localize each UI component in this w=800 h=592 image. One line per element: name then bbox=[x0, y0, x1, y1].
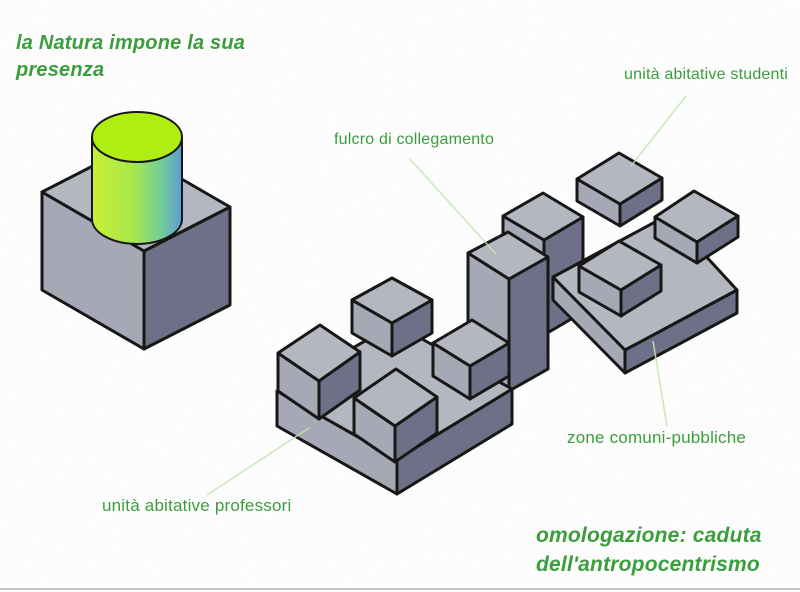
cylinder-top bbox=[91, 111, 183, 163]
module-cube-students bbox=[575, 151, 664, 228]
public-zones-label: zone comuni-pubbliche bbox=[567, 428, 747, 447]
homologation-caption: omologazione: caduta dell'antropocentris… bbox=[536, 521, 762, 579]
homologation-caption-line1: omologazione: caduta bbox=[536, 524, 762, 547]
leader-line-professors bbox=[206, 427, 310, 496]
slide-bottom-rule bbox=[0, 588, 800, 590]
nature-caption-line2: presenza bbox=[16, 59, 105, 81]
students-label: unità abitative studenti bbox=[624, 66, 789, 83]
nature-cylinder bbox=[91, 111, 183, 245]
professors-label: unità abitative professori bbox=[102, 496, 292, 515]
leader-line-students bbox=[630, 95, 687, 167]
leader-line-hub bbox=[408, 157, 497, 255]
nature-caption-line1: la Natura impone la sua bbox=[16, 32, 246, 54]
homologation-caption-line2: dell'antropocentrismo bbox=[536, 553, 760, 576]
hub-label: fulcro di collegamento bbox=[334, 131, 495, 148]
nature-caption: la Natura impone la sua presenza bbox=[16, 30, 245, 84]
